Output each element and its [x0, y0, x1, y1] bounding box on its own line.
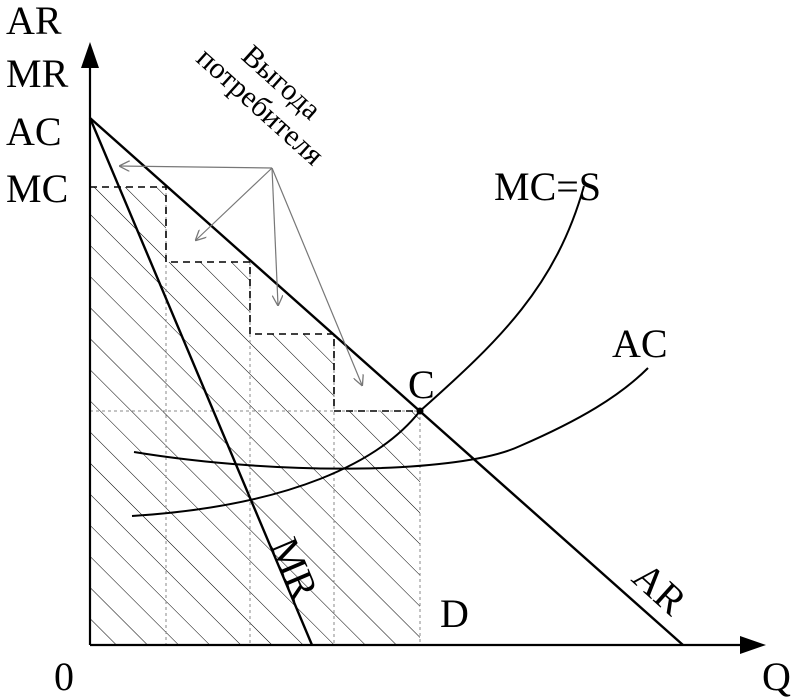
ar-line-label: AR	[624, 553, 696, 624]
mc-curve-label: MC=S	[494, 164, 601, 209]
ar-demand-line	[89, 117, 684, 646]
benefit-arrows	[120, 166, 362, 385]
y-axis-label-ar: AR	[6, 0, 62, 43]
x-axis-arrowhead	[740, 636, 766, 654]
x-axis-label: Q	[762, 654, 791, 699]
point-c-label: C	[408, 362, 435, 407]
y-axis-label-mr: MR	[6, 51, 69, 96]
ac-curve-label: AC	[612, 321, 668, 366]
point-c-marker	[416, 407, 424, 415]
origin-label: 0	[54, 654, 74, 699]
consumer-benefit-annotation: Выгода потребителя	[190, 39, 330, 172]
y-axis-label-ac: AC	[6, 109, 62, 154]
mr-line	[88, 117, 314, 646]
price-steps	[90, 186, 420, 412]
point-d-label: D	[440, 591, 469, 636]
hatched-revenue-area	[90, 187, 420, 645]
guide-lines	[90, 187, 421, 645]
y-axis-arrowhead	[81, 42, 99, 68]
y-axis-label-mc: MC	[6, 166, 68, 211]
ac-curve	[133, 367, 649, 470]
